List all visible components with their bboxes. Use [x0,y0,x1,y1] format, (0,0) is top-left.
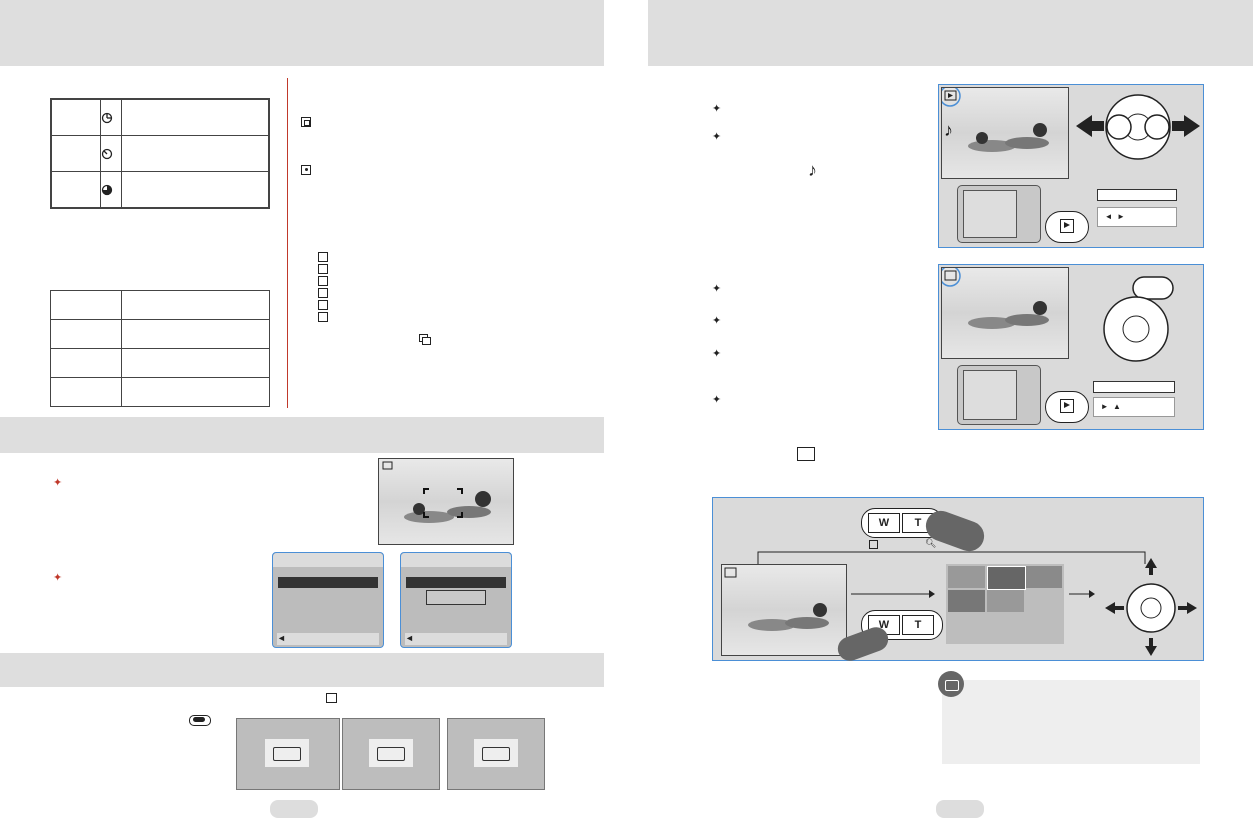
table-row [50,98,270,136]
back-arrow-icon[interactable]: ◄ [277,633,379,645]
bullet-marker: ✦ [712,103,722,115]
camera-back-illustration [957,365,1041,425]
table-row [50,290,270,320]
clock-outline-icon [100,135,122,172]
movie-playback-photo [941,267,1069,359]
right-page-number [936,800,984,818]
single-photo-view [721,564,847,656]
section-band-voice [0,653,604,687]
backlight-scene-icon [318,312,328,322]
navigation-dial-left-right [1076,94,1200,160]
navigation-dial-4way [1105,558,1197,656]
camera-note-icon [938,671,964,697]
playback-button-icon[interactable] [1045,391,1089,423]
mountain-scene-icon [318,300,328,310]
navigation-dial-playpause [1103,276,1174,362]
lcd-arrow-bar: ◄ ► [1097,207,1177,227]
playback-button-icon[interactable] [1045,211,1089,243]
table-row [50,135,270,172]
voice-screen-3 [447,718,545,790]
movie-menu-screen-1: ◄ [272,552,384,648]
voice-screen-2 [342,718,440,790]
flow-arrow-right-2 [1069,590,1095,598]
movie-icon [797,447,815,461]
play-pause-icon [189,715,211,726]
landscape-scene-icon [318,288,328,298]
flow-arrow-right [851,590,935,598]
table-row [50,171,270,209]
column-divider [287,78,288,408]
back-arrow-icon[interactable]: ◄ [405,633,507,645]
self-timer-icon [301,165,311,175]
thumbnail-grid-icon [869,540,878,549]
magnify-icon: 🔍︎ [925,538,937,548]
thumbnail-illustration: W T 🔍︎ W T [712,497,1204,665]
voice-memo-icon [326,693,337,703]
left-page-number [270,800,318,818]
right-header-band [648,0,1253,66]
clock-quarter-icon [100,98,122,136]
movie-preview-photo [378,458,514,545]
playback-illustration-2: ► ▲ [938,264,1204,430]
table-row [50,348,270,378]
setting-table [50,290,270,407]
movie-menu-screen-2: ◄ [400,552,512,648]
frame-icon [301,117,311,127]
burst-icon [419,334,431,345]
note-box [942,680,1200,764]
playback-illustration-1: ♪ ◄ ► [938,84,1204,248]
bullet-marker: ✦ [712,283,722,295]
clock-filled-icon [100,171,122,209]
table-row [50,319,270,349]
lcd-arrow-bar: ► ▲ [1093,397,1175,417]
bullet-marker: ✦ [53,477,63,489]
bullet-marker: ✦ [712,348,722,360]
mode-icon-table [50,98,270,209]
music-note-icon: ♪ [808,160,817,180]
left-header-band [0,0,604,66]
bullet-marker: ✦ [712,315,722,327]
auto-scene-icon [318,252,328,262]
scene-icons [318,252,328,322]
bullet-marker: ✦ [712,394,722,406]
lcd-status-bar [1093,381,1175,393]
portrait-scene-icon [318,264,328,274]
section-band-movie [0,417,604,453]
voice-screen-1 [236,718,340,790]
svg-text:♪: ♪ [944,120,953,140]
bullet-marker: ✦ [712,131,722,143]
thumbnail-grid-view [946,564,1064,644]
table-row [50,377,270,407]
night-scene-icon [318,276,328,286]
camera-back-illustration [957,185,1041,243]
lcd-status-bar [1097,189,1177,201]
bullet-marker: ✦ [53,572,63,584]
playback-photo: ♪ [941,87,1069,179]
